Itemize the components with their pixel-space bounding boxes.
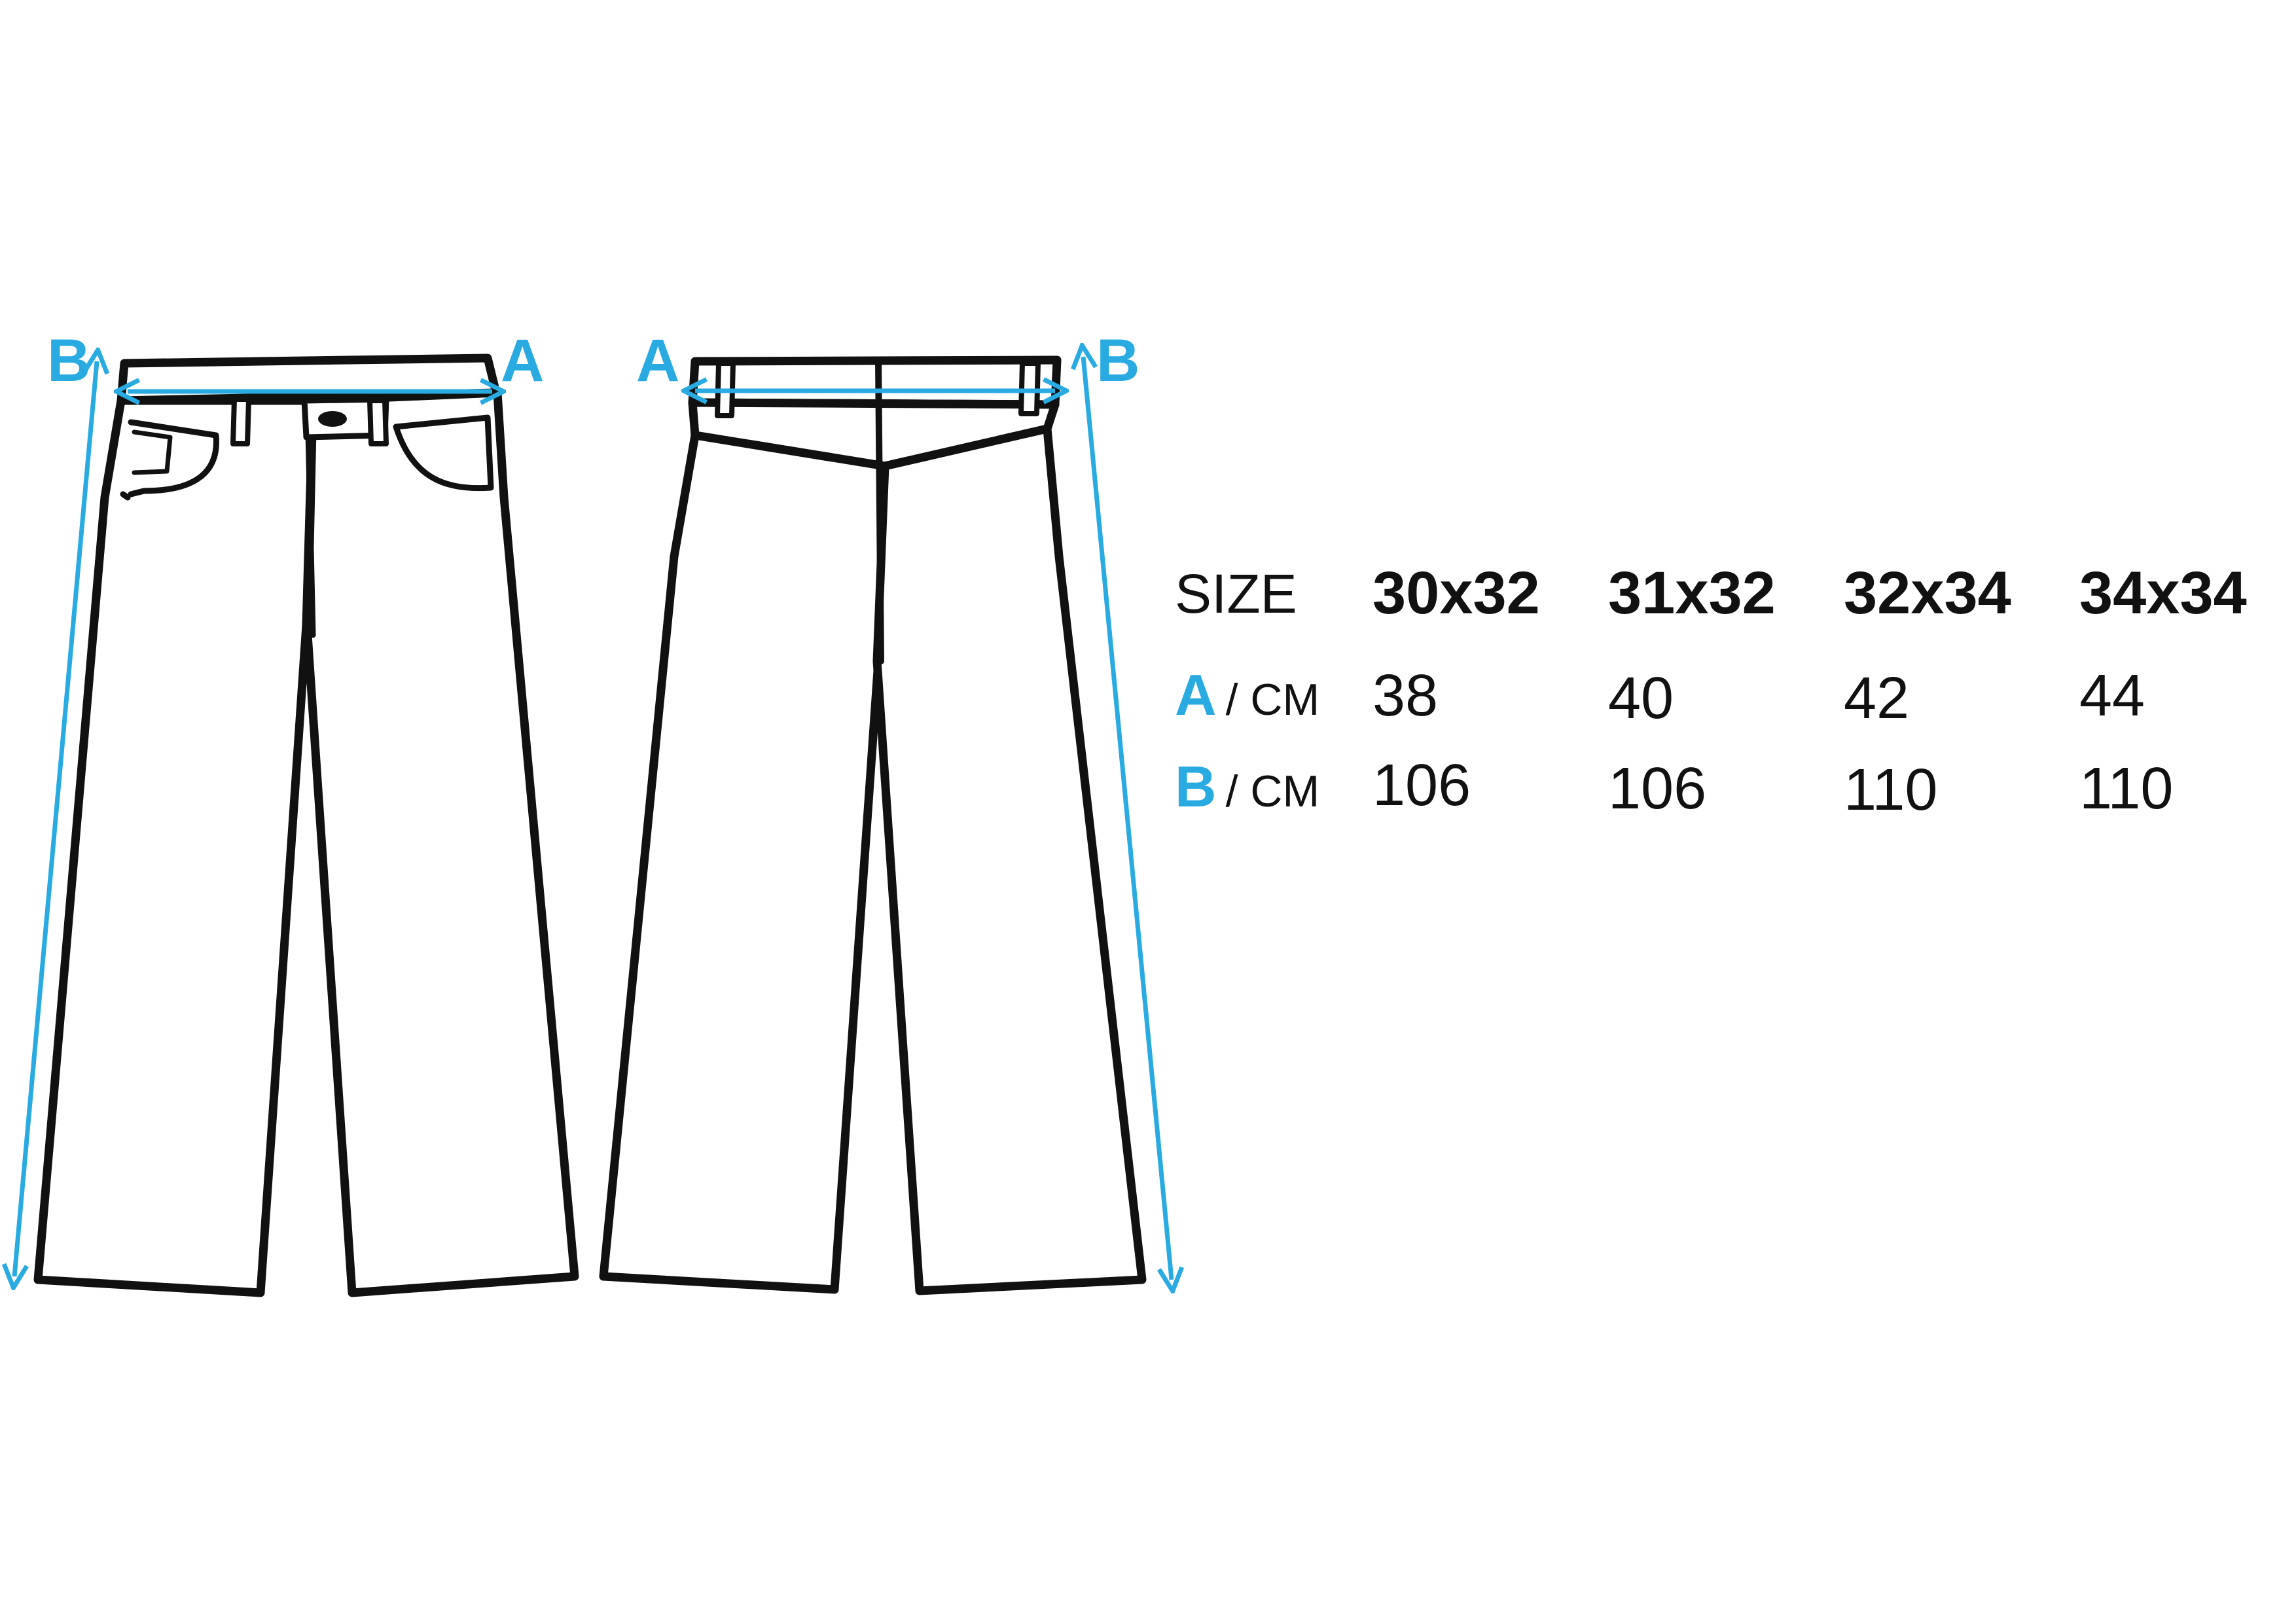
measure-lines <box>14 357 1172 1280</box>
row-a-label: A/ CM <box>1175 666 1319 724</box>
back-view <box>599 355 1147 1295</box>
front-side-seam-left <box>120 491 131 501</box>
row-a-value-1: 38 <box>1372 663 1439 729</box>
row-a-value-3: 42 <box>1844 666 1910 731</box>
front-pocket-right <box>393 414 494 492</box>
row-b-letter: B <box>1175 754 1217 819</box>
front-waist-label: A <box>501 327 545 394</box>
row-b-value-4: 110 <box>2079 756 2174 821</box>
row-a-unit: / CM <box>1225 675 1320 725</box>
front-pocket-left-coin <box>132 429 173 475</box>
size-column-1: 30x32 <box>1372 560 1540 626</box>
front-view <box>33 353 579 1297</box>
back-waistband <box>688 355 1062 409</box>
front-belt-loop-left <box>230 397 251 446</box>
size-header-label: SIZE <box>1175 563 1297 624</box>
row-a-letter: A <box>1175 662 1217 727</box>
back-length-label: B <box>1096 327 1140 394</box>
size-table: SIZE 30x32 31x32 32x34 34x34 A/ CM 38 40… <box>1175 556 2287 831</box>
row-b-value-3: 110 <box>1844 757 1938 823</box>
row-b-value-2: 106 <box>1608 756 1707 821</box>
size-column-2: 31x32 <box>1608 560 1776 626</box>
back-waist-label: A <box>636 327 680 394</box>
front-button <box>318 411 347 427</box>
size-column-4: 34x34 <box>2079 560 2247 626</box>
front-right-leg <box>303 388 579 1297</box>
row-b-value-1: 106 <box>1372 753 1471 818</box>
front-length-measure-line <box>14 361 97 1276</box>
front-belt-loop-right <box>367 398 389 446</box>
back-left-leg <box>599 431 889 1294</box>
back-center-seam <box>875 357 884 664</box>
row-a-value-4: 44 <box>2079 663 2145 729</box>
row-b-unit: / CM <box>1225 767 1320 816</box>
front-pocket-left <box>128 419 219 497</box>
row-a-value-2: 40 <box>1608 666 1674 731</box>
row-b-label: B/ CM <box>1175 758 1319 816</box>
size-column-3: 32x34 <box>1844 560 2011 626</box>
back-length-measure-line <box>1083 357 1172 1280</box>
front-fly <box>304 399 316 638</box>
front-length-label: B <box>47 327 91 394</box>
